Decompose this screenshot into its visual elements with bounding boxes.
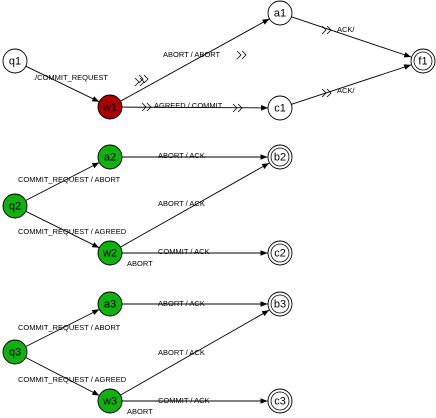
state-label-c1: c1 bbox=[274, 103, 286, 115]
state-label-q3: q3 bbox=[9, 347, 21, 359]
state-node-b2: b2 bbox=[267, 144, 293, 170]
state-label-w2: w2 bbox=[102, 248, 117, 260]
edge-tick-w1-a1-0 bbox=[138, 74, 149, 84]
edge-label-a2-b2: ABORT / ACK bbox=[158, 151, 205, 160]
edge-tick-q1-w1-0 bbox=[134, 77, 145, 87]
edge-label-q2-w2: COMMIT_REQUEST / AGREED bbox=[18, 227, 127, 236]
state-node-f1: f1 bbox=[410, 48, 436, 74]
edge-q3-w3 bbox=[25, 357, 100, 396]
state-node-c3: c3 bbox=[267, 388, 293, 414]
edge-label-q2-a2: COMMIT_REQUEST / ABORT bbox=[18, 175, 121, 184]
edge-label-q3-a3: COMMIT_REQUEST / ABORT bbox=[18, 323, 121, 332]
state-circle-w2 bbox=[97, 240, 123, 266]
state-circle-w1 bbox=[97, 94, 123, 120]
state-circle-f1 bbox=[410, 48, 436, 74]
state-label-f1: f1 bbox=[418, 56, 427, 68]
edge-labels-layer: ./COMMIT_REQUEST ABORT / ABORT AGREED / CO… bbox=[18, 25, 355, 416]
edge-w1-c1 bbox=[121, 105, 269, 111]
edge-tick-c1-f1-0 bbox=[321, 88, 332, 98]
state-label-b3: b3 bbox=[274, 299, 286, 311]
state-node-a1: a1 bbox=[267, 0, 293, 26]
state-circle-c3 bbox=[267, 388, 293, 414]
state-node-a3: a3 bbox=[97, 291, 123, 317]
final-state-ring-f1 bbox=[413, 51, 433, 71]
edge-q3-a3 bbox=[25, 308, 100, 348]
state-circle-a2 bbox=[97, 144, 123, 170]
state-node-q1: q1 bbox=[2, 48, 28, 74]
edge-w2-b2 bbox=[120, 162, 270, 248]
final-state-ring-c2 bbox=[270, 243, 290, 263]
state-circle-b3 bbox=[267, 291, 293, 317]
state-label-w3: w3 bbox=[102, 396, 117, 408]
state-label-w1: w1 bbox=[102, 102, 117, 114]
state-node-a2: a2 bbox=[97, 144, 123, 170]
edge-c1-f1 bbox=[291, 64, 412, 105]
edge-q1-w1 bbox=[25, 65, 100, 103]
state-node-w2: w2 bbox=[97, 240, 123, 266]
state-node-q2: q2 bbox=[2, 193, 28, 219]
edges-layer bbox=[25, 16, 412, 404]
state-label-q1: q1 bbox=[9, 56, 21, 68]
edge-tick-w1-c1-0 bbox=[141, 102, 152, 112]
state-node-w1: w1 bbox=[97, 94, 123, 120]
edge-label-c1-f1: ACK/ bbox=[337, 86, 355, 95]
state-node-c2: c2 bbox=[267, 240, 293, 266]
edge-label-w3-abort-note: ABORT bbox=[127, 407, 153, 416]
edge-tick-w1-a1-1 bbox=[236, 50, 247, 60]
edge-label-q3-w3: COMMIT_REQUEST / AGREED bbox=[18, 375, 127, 384]
state-circle-b2 bbox=[267, 144, 293, 170]
state-circle-w3 bbox=[97, 388, 123, 414]
edge-label-w3-b3: ABORT / ACK bbox=[158, 348, 205, 357]
edge-w3-b3 bbox=[120, 309, 270, 396]
state-circle-c1 bbox=[267, 95, 293, 121]
edge-tick-a1-f1-0 bbox=[321, 25, 332, 35]
state-label-q2: q2 bbox=[9, 201, 21, 213]
edge-label-w3-c3: COMMIT / ACK bbox=[158, 396, 210, 405]
state-node-c1: c1 bbox=[267, 95, 293, 121]
edge-label-a3-b3: ABORT / ACK bbox=[158, 299, 205, 308]
edge-q2-w2 bbox=[25, 210, 100, 249]
edge-q2-a2 bbox=[25, 162, 100, 201]
state-circle-a3 bbox=[97, 291, 123, 317]
edge-a1-f1 bbox=[291, 16, 412, 58]
state-label-b2: b2 bbox=[274, 152, 286, 164]
state-label-a2: a2 bbox=[104, 152, 116, 164]
edge-label-w1-a1: ABORT / ABORT bbox=[163, 50, 221, 59]
edge-label-w2-b2: ABORT / ACK bbox=[158, 199, 205, 208]
edge-label-w2-c2: COMMIT / ACK bbox=[158, 247, 210, 256]
edge-label-w1-c1: AGREED / COMMIT bbox=[154, 101, 223, 110]
edge-ticks-layer bbox=[134, 25, 332, 113]
state-node-b3: b3 bbox=[267, 291, 293, 317]
state-node-w3: w3 bbox=[97, 388, 123, 414]
edge-tick-w1-c1-1 bbox=[232, 103, 243, 113]
state-circle-q1 bbox=[2, 48, 28, 74]
state-label-a3: a3 bbox=[104, 299, 116, 311]
final-state-ring-b3 bbox=[270, 294, 290, 314]
state-label-a1: a1 bbox=[274, 8, 286, 20]
state-label-c2: c2 bbox=[274, 248, 286, 260]
final-state-ring-b2 bbox=[270, 147, 290, 167]
edge-label-w2-abort-note: ABORT bbox=[127, 259, 153, 268]
edge-label-a1-f1: ACK/ bbox=[337, 25, 355, 34]
edge-w1-a1 bbox=[120, 18, 270, 102]
state-circle-a1 bbox=[267, 0, 293, 26]
state-circle-c2 bbox=[267, 240, 293, 266]
state-circle-q2 bbox=[2, 193, 28, 219]
state-circle-q3 bbox=[2, 339, 28, 365]
state-node-q3: q3 bbox=[2, 339, 28, 365]
state-label-c3: c3 bbox=[274, 396, 286, 408]
edge-label-q1-w1: ./COMMIT_REQUEST bbox=[33, 73, 108, 82]
final-state-ring-c3 bbox=[270, 391, 290, 411]
